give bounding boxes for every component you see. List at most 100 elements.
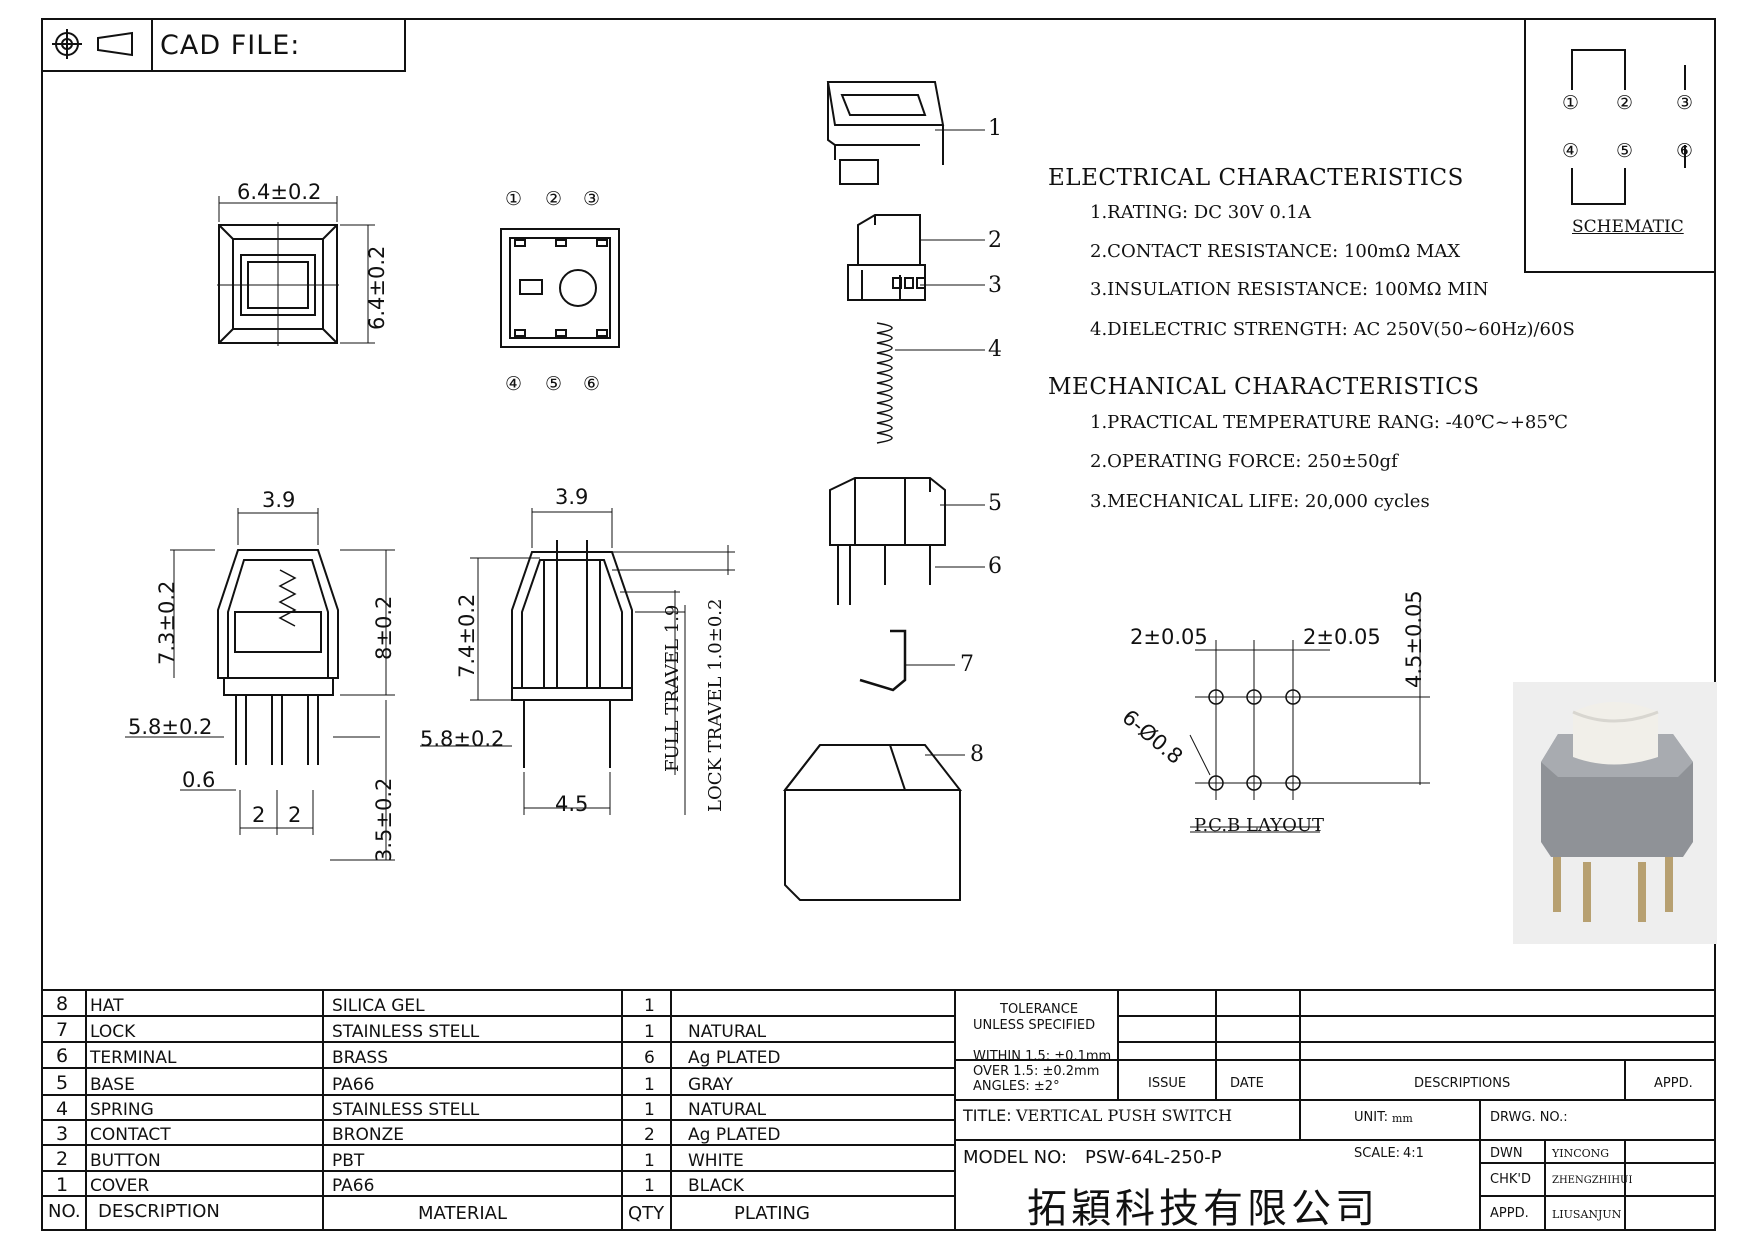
- bom-header-no: NO.: [48, 1201, 81, 1222]
- top-view-width-dim: 6.4±0.2: [237, 180, 322, 204]
- side-left-pin-len: 3.5±0.2: [372, 777, 396, 862]
- schematic-pin-3: ③: [1676, 92, 1694, 114]
- bom-row-material: PA66: [332, 1176, 375, 1196]
- bom-header-plating: PLATING: [734, 1203, 810, 1224]
- schematic-pin-1: ①: [1562, 92, 1580, 114]
- electrical-item-3: 3.INSULATION RESISTANCE: 100MΩ MIN: [1090, 279, 1489, 300]
- bom-row-no: 3: [56, 1123, 69, 1145]
- pin-view-pin-1: ①: [505, 188, 523, 210]
- bom-row-qty: 1: [644, 1100, 655, 1120]
- bom-row-material: BRONZE: [332, 1125, 404, 1145]
- bom-row-desc: HAT: [90, 996, 124, 1016]
- side-view-right-drawing: [420, 508, 735, 815]
- descriptions-label: DESCRIPTIONS: [1414, 1076, 1511, 1091]
- side-left-pitch-a: 2: [252, 803, 266, 827]
- title-block-grid: [955, 990, 1715, 1230]
- pin-view-pin-2: ②: [545, 188, 563, 210]
- bom-row-qty: 1: [644, 1151, 655, 1171]
- bom-row-no: 1: [56, 1174, 69, 1196]
- side-left-height-dim: 7.3±0.2: [155, 580, 179, 665]
- side-left-pin-dia: 0.6: [182, 768, 216, 792]
- schematic-pin-4: ④: [1562, 140, 1580, 162]
- tolerance-angles: ANGLES: ±2°: [973, 1079, 1060, 1094]
- lock-travel-label: LOCK TRAVEL 1.0±0.2: [705, 598, 726, 812]
- issue-label: ISSUE: [1148, 1076, 1187, 1091]
- side-left-total-dim: 8±0.2: [372, 595, 396, 660]
- bom-row-plating: Ag PLATED: [688, 1125, 781, 1145]
- bom-row-material: PA66: [332, 1075, 375, 1095]
- side-right-bottom-dim: 4.5: [555, 792, 589, 816]
- model-label: MODEL NO:: [963, 1147, 1068, 1168]
- company-name: 拓穎科技有限公司: [1027, 1186, 1379, 1232]
- bom-header-qty: QTY: [628, 1203, 665, 1224]
- bom-row-desc: LOCK: [90, 1022, 136, 1042]
- bom-row-desc: CONTACT: [90, 1125, 171, 1145]
- model-value: PSW-64L-250-P: [1085, 1147, 1222, 1168]
- full-travel-label: FULL TRAVEL 1.9: [662, 604, 683, 772]
- bom-row-qty: 1: [644, 1176, 655, 1196]
- scale-value: 4:1: [1403, 1146, 1424, 1161]
- unit-label: UNIT:: [1354, 1110, 1388, 1125]
- dwn-value: YINCONG: [1552, 1147, 1610, 1160]
- side-right-width-dim: 3.9: [555, 485, 589, 509]
- electrical-item-1: 1.RATING: DC 30V 0.1A: [1090, 202, 1311, 223]
- bom-row-material: STAINLESS STELL: [332, 1100, 480, 1120]
- top-view-drawing: [217, 196, 375, 346]
- callout-4: 4: [988, 337, 1002, 362]
- side-left-width-dim: 3.9: [262, 488, 296, 512]
- bom-row-material: BRASS: [332, 1048, 388, 1068]
- bom-row-qty: 2: [644, 1125, 655, 1145]
- side-view-left-drawing: [125, 508, 395, 861]
- schematic-pin-5: ⑤: [1616, 140, 1634, 162]
- schematic-pin-2: ②: [1616, 92, 1634, 114]
- appd-label: APPD.: [1490, 1206, 1529, 1221]
- pin-view-pin-3: ③: [583, 188, 601, 210]
- tolerance-sub: UNLESS SPECIFIED: [973, 1018, 1096, 1033]
- unit-value: mm: [1392, 1112, 1413, 1125]
- title-label: TITLE:: [963, 1106, 1012, 1125]
- date-label: DATE: [1230, 1076, 1264, 1091]
- chkd-label: CHK'D: [1490, 1172, 1531, 1187]
- pcb-row-dim: 4.5±0.05: [1402, 590, 1426, 688]
- pin-view-pin-5: ⑤: [545, 373, 563, 395]
- callout-3: 3: [988, 273, 1002, 298]
- appd-value: LIUSANJUN: [1552, 1208, 1622, 1221]
- projection-symbol-icon: [52, 29, 133, 59]
- mechanical-title: MECHANICAL CHARACTERISTICS: [1048, 374, 1480, 400]
- bom-row-material: SILICA GEL: [332, 996, 425, 1016]
- pcb-pitch-b: 2±0.05: [1303, 625, 1381, 649]
- side-right-height-dim: 7.4±0.2: [455, 593, 479, 678]
- pcb-label: P.C.B LAYOUT: [1194, 815, 1325, 836]
- bom-row-plating: Ag PLATED: [688, 1048, 781, 1068]
- title-value: VERTICAL PUSH SWITCH: [1016, 1106, 1233, 1125]
- callout-1: 1: [988, 116, 1002, 141]
- callout-7: 7: [960, 652, 974, 677]
- electrical-item-4: 4.DIELECTRIC STRENGTH: AC 250V(50~60Hz)/…: [1090, 319, 1575, 340]
- bom-row-desc: SPRING: [90, 1100, 154, 1120]
- pin-view-pin-4: ④: [505, 373, 523, 395]
- electrical-item-2: 2.CONTACT RESISTANCE: 100mΩ MAX: [1090, 241, 1461, 262]
- bom-row-qty: 6: [644, 1048, 655, 1068]
- bom-header-desc: DESCRIPTION: [98, 1201, 220, 1222]
- callout-8: 8: [970, 742, 984, 767]
- tolerance-title: TOLERANCE: [1000, 1002, 1079, 1017]
- mechanical-item-1: 1.PRACTICAL TEMPERATURE RANG: -40℃~+85℃: [1090, 412, 1568, 433]
- outer-frame: [41, 18, 1716, 1231]
- bom-row-material: STAINLESS STELL: [332, 1022, 480, 1042]
- callout-2: 2: [988, 228, 1002, 253]
- tolerance-within: WITHIN 1.5: ±0.1mm: [973, 1049, 1112, 1064]
- pin-view-drawing: [500, 228, 620, 348]
- top-view-height-dim: 6.4±0.2: [365, 245, 389, 330]
- bom-row-no: 7: [56, 1019, 69, 1041]
- schematic-diagram: [1571, 49, 1686, 205]
- tolerance-over: OVER 1.5: ±0.2mm: [973, 1064, 1100, 1079]
- appd-header-label: APPD.: [1654, 1076, 1693, 1091]
- schematic-pin-6: ⑥: [1676, 140, 1694, 162]
- drwg-no-label: DRWG. NO.:: [1490, 1110, 1568, 1125]
- side-left-pitch-b: 2: [288, 803, 302, 827]
- cad-file-label: CAD FILE:: [160, 30, 301, 61]
- callout-6: 6: [988, 554, 1002, 579]
- bom-row-plating: WHITE: [688, 1151, 744, 1171]
- schematic-label: SCHEMATIC: [1572, 217, 1684, 237]
